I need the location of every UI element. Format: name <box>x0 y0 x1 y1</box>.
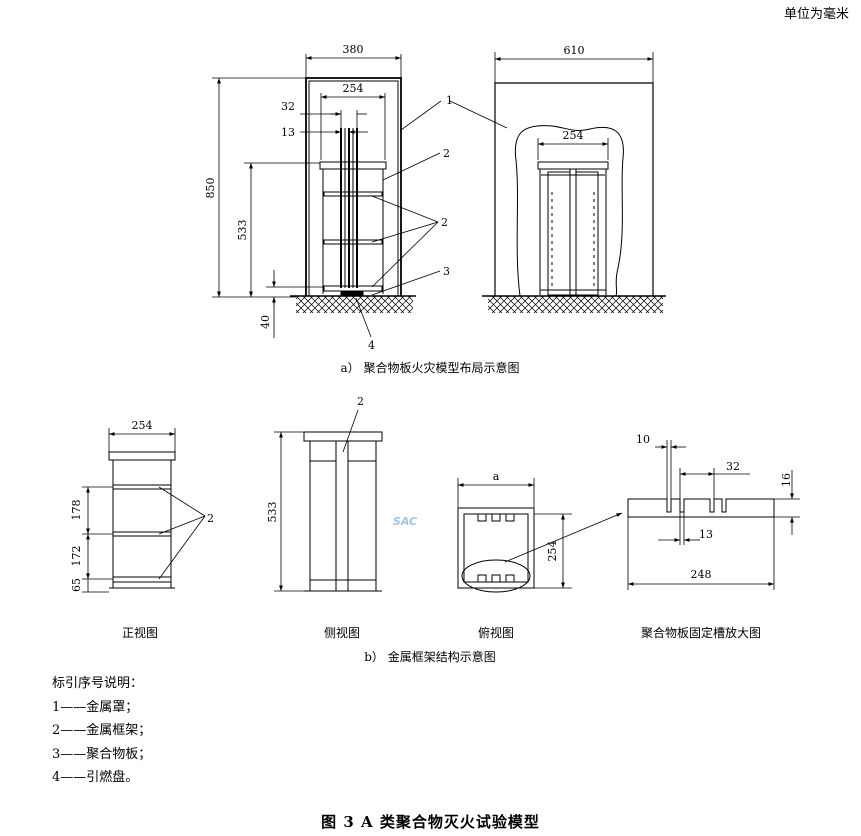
legend: 标引序号说明： 1——金属罩； 2——金属框架； 3——聚合物板； 4——引燃盘… <box>52 672 151 790</box>
dim-533: 533 <box>236 220 249 241</box>
dim-610: 610 <box>564 44 585 57</box>
top-dim-a: a <box>493 470 500 483</box>
front-callout-2: 2 <box>207 512 214 525</box>
detail-dim-10: 10 <box>636 433 650 446</box>
legend-item-4: 4——引燃盘。 <box>52 770 139 785</box>
figure-title: 图 3 A 类聚合物灭火试验模型 <box>321 813 540 831</box>
front-dim-65: 65 <box>70 578 83 592</box>
dim-254: 254 <box>343 82 364 95</box>
slot-detail <box>627 498 775 518</box>
watermark: SAC <box>393 515 417 528</box>
dimension-lines-front <box>82 428 206 593</box>
model-front-view <box>482 82 666 313</box>
detail-dim-13: 13 <box>699 528 713 541</box>
dimension-lines-top <box>457 478 623 589</box>
model-side-view <box>290 77 416 313</box>
label-front-view: 正视图 <box>122 625 158 640</box>
legend-title: 标引序号说明： <box>52 676 144 691</box>
dimension-lines-a2 <box>449 52 654 160</box>
top-dim-254: 254 <box>546 541 559 562</box>
detail-dim-16: 16 <box>780 473 793 487</box>
legend-item-1: 1——金属罩； <box>52 699 139 715</box>
frame-side-view <box>303 431 383 592</box>
frame-top-view <box>457 507 535 593</box>
dim-40: 40 <box>259 315 272 329</box>
label-top-view: 俯视图 <box>478 625 514 640</box>
legend-item-3: 3——聚合物板； <box>52 746 152 762</box>
frame-front-view <box>108 451 176 589</box>
callout-leaders-a <box>355 100 442 338</box>
dim-32: 32 <box>281 100 295 113</box>
caption-b: b） 金属框架结构示意图 <box>364 649 496 664</box>
callout-3: 3 <box>443 265 450 278</box>
caption-a: a） 聚合物板火灾模型布局示意图 <box>341 360 520 375</box>
dimension-lines-detail <box>627 440 800 590</box>
side-callout-2: 2 <box>357 395 364 408</box>
callout-2-bars: 2 <box>441 216 448 229</box>
label-slot-detail: 聚合物板固定槽放大图 <box>641 625 761 640</box>
detail-dim-32: 32 <box>726 460 740 473</box>
dim-254-front: 254 <box>563 129 584 142</box>
label-side-view: 侧视图 <box>324 625 360 640</box>
unit-note: 单位为毫米 <box>783 7 849 22</box>
detail-dim-248: 248 <box>691 568 712 581</box>
side-dim-533: 533 <box>266 502 279 523</box>
dimension-lines-a <box>212 54 402 338</box>
callout-2-frame: 2 <box>443 147 450 160</box>
dim-13: 13 <box>281 126 295 139</box>
dimension-lines-side <box>274 409 359 592</box>
callout-4: 4 <box>368 339 375 352</box>
dim-380: 380 <box>343 43 364 56</box>
front-dim-172: 172 <box>70 546 83 567</box>
callout-1: 1 <box>446 94 453 107</box>
front-dim-254: 254 <box>132 419 153 432</box>
legend-item-2: 2——金属框架； <box>52 723 152 738</box>
front-dim-178: 178 <box>70 500 83 521</box>
dim-850: 850 <box>204 178 217 199</box>
